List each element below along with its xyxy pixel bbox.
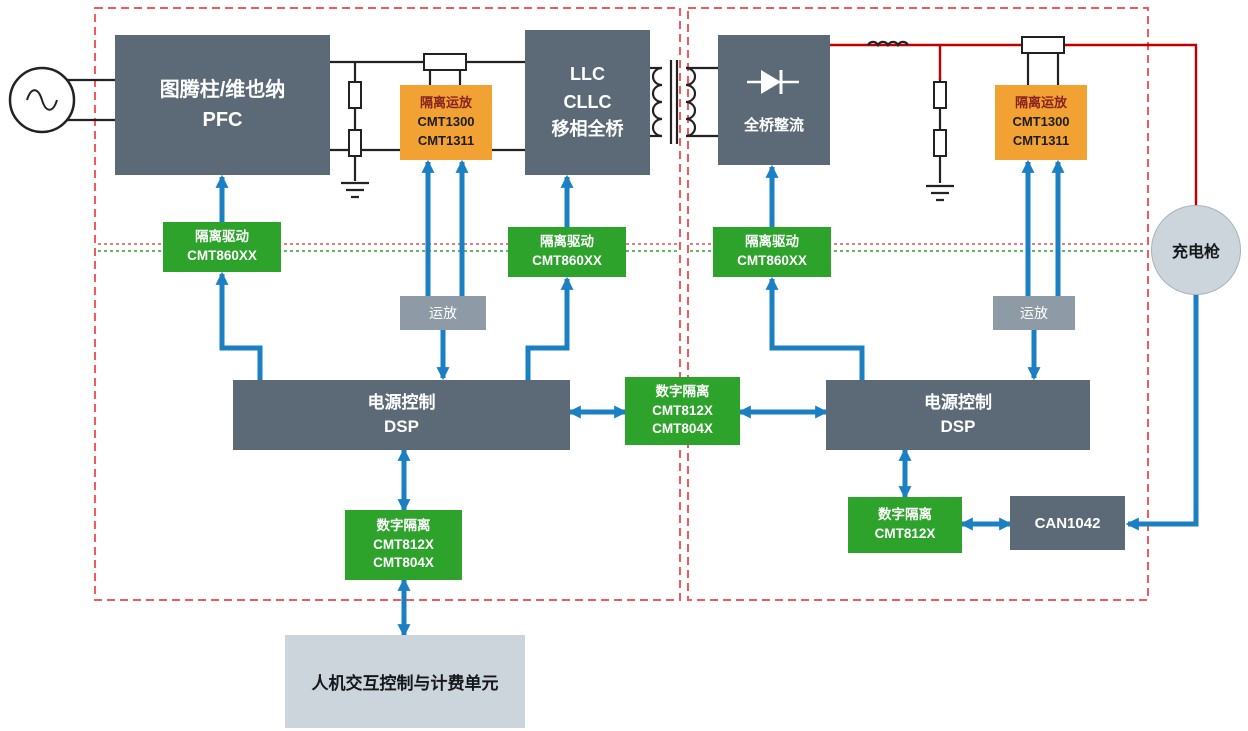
dc-output-bus — [830, 43, 1198, 206]
llc-label-line2: CLLC — [563, 91, 612, 112]
driver-right-part: CMT860XX — [737, 253, 807, 268]
isolated-driver-left-block: 隔离驱动 CMT860XX — [163, 222, 281, 272]
signal-arrows — [215, 159, 1199, 638]
digital-iso-right-part1: CMT812X — [874, 526, 936, 541]
driver-mid-title: 隔离驱动 — [540, 234, 594, 250]
iso-amp-left-part2: CMT1311 — [417, 132, 475, 148]
digital-iso-right-title: 数字隔离 — [878, 507, 932, 523]
dsp-right-line1: 电源控制 — [924, 393, 992, 413]
full-bridge-rectifier-block: 全桥整流 — [718, 35, 830, 165]
shunt-resistor-right-icon — [1021, 36, 1065, 54]
driver-left-title: 隔离驱动 — [195, 229, 249, 245]
pfc-label-line2: PFC — [202, 109, 243, 131]
power-control-dsp-right-block: 电源控制 DSP — [826, 380, 1090, 450]
isolated-driver-mid-block: 隔离驱动 CMT860XX — [508, 227, 626, 277]
iso-amp-left-part1: CMT1300 — [417, 114, 475, 130]
digital-iso-mid-part1: CMT812X — [652, 402, 713, 418]
charging-gun-node: 充电枪 — [1151, 205, 1241, 295]
inductor-icon — [867, 40, 909, 48]
llc-label-line1: LLC — [570, 63, 605, 84]
digital-iso-bottom-title: 数字隔离 — [376, 517, 431, 533]
hmi-billing-unit-block: 人机交互控制与计费单元 — [285, 635, 525, 728]
dsp-left-line1: 电源控制 — [367, 393, 436, 413]
isolated-driver-right-block: 隔离驱动 CMT860XX — [713, 227, 831, 277]
iso-amp-right-part1: CMT1300 — [1012, 114, 1070, 130]
opamp-left-block: 运放 — [400, 296, 486, 330]
primary-side-boundary — [94, 7, 681, 601]
llc-bridge-block: LLC CLLC 移相全桥 — [525, 30, 650, 175]
digital-isolator-bottom-block: 数字隔离 CMT812X CMT804X — [345, 510, 462, 580]
power-control-dsp-left-block: 电源控制 DSP — [233, 380, 570, 450]
isolated-amplifier-right-block: 隔离运放 CMT1300 CMT1311 — [995, 85, 1087, 160]
hmi-label: 人机交互控制与计费单元 — [311, 674, 499, 693]
driver-right-title: 隔离驱动 — [745, 234, 799, 250]
secondary-side-boundary — [687, 7, 1149, 601]
ground-icon — [341, 181, 369, 199]
iso-amp-right-title: 隔离运放 — [1014, 95, 1067, 111]
dsp-left-line2: DSP — [384, 417, 419, 436]
opamp-right-label: 运放 — [1020, 305, 1048, 321]
ac-source-icon — [8, 66, 76, 134]
driver-left-part: CMT860XX — [187, 248, 257, 263]
pfc-block: 图腾柱/维也纳 PFC — [115, 35, 330, 175]
diode-icon — [747, 70, 799, 94]
opamp-right-block: 运放 — [993, 296, 1075, 330]
digital-iso-mid-title: 数字隔离 — [655, 383, 710, 399]
dsp-right-line2: DSP — [940, 417, 976, 436]
digital-iso-bottom-part2: CMT804X — [373, 555, 434, 571]
iso-amp-right-part2: CMT1311 — [1012, 132, 1070, 148]
shunt-resistor-left-icon — [423, 53, 467, 71]
isolated-amplifier-left-block: 隔离运放 CMT1300 CMT1311 — [400, 85, 492, 160]
llc-label-line3: 移相全桥 — [551, 119, 624, 140]
opamp-left-label: 运放 — [429, 305, 457, 321]
voltage-divider-left-icon — [341, 81, 369, 199]
iso-amp-left-title: 隔离运放 — [419, 95, 472, 111]
rectifier-label: 全桥整流 — [743, 117, 804, 134]
digital-iso-bottom-part1: CMT812X — [373, 536, 434, 552]
charging-gun-label: 充电枪 — [1171, 244, 1220, 261]
voltage-divider-right-icon — [926, 81, 954, 202]
driver-mid-part: CMT860XX — [532, 253, 602, 268]
digital-isolator-mid-block: 数字隔离 CMT812X CMT804X — [625, 377, 740, 445]
can-transceiver-block: CAN1042 — [1010, 496, 1125, 550]
digital-iso-mid-part2: CMT804X — [652, 421, 713, 437]
pfc-label-line1: 图腾柱/维也纳 — [159, 79, 286, 101]
ground-icon — [926, 184, 954, 202]
digital-isolator-right-block: 数字隔离 CMT812X — [848, 497, 962, 553]
can-label: CAN1042 — [1034, 514, 1101, 532]
transformer-icon — [651, 60, 697, 144]
